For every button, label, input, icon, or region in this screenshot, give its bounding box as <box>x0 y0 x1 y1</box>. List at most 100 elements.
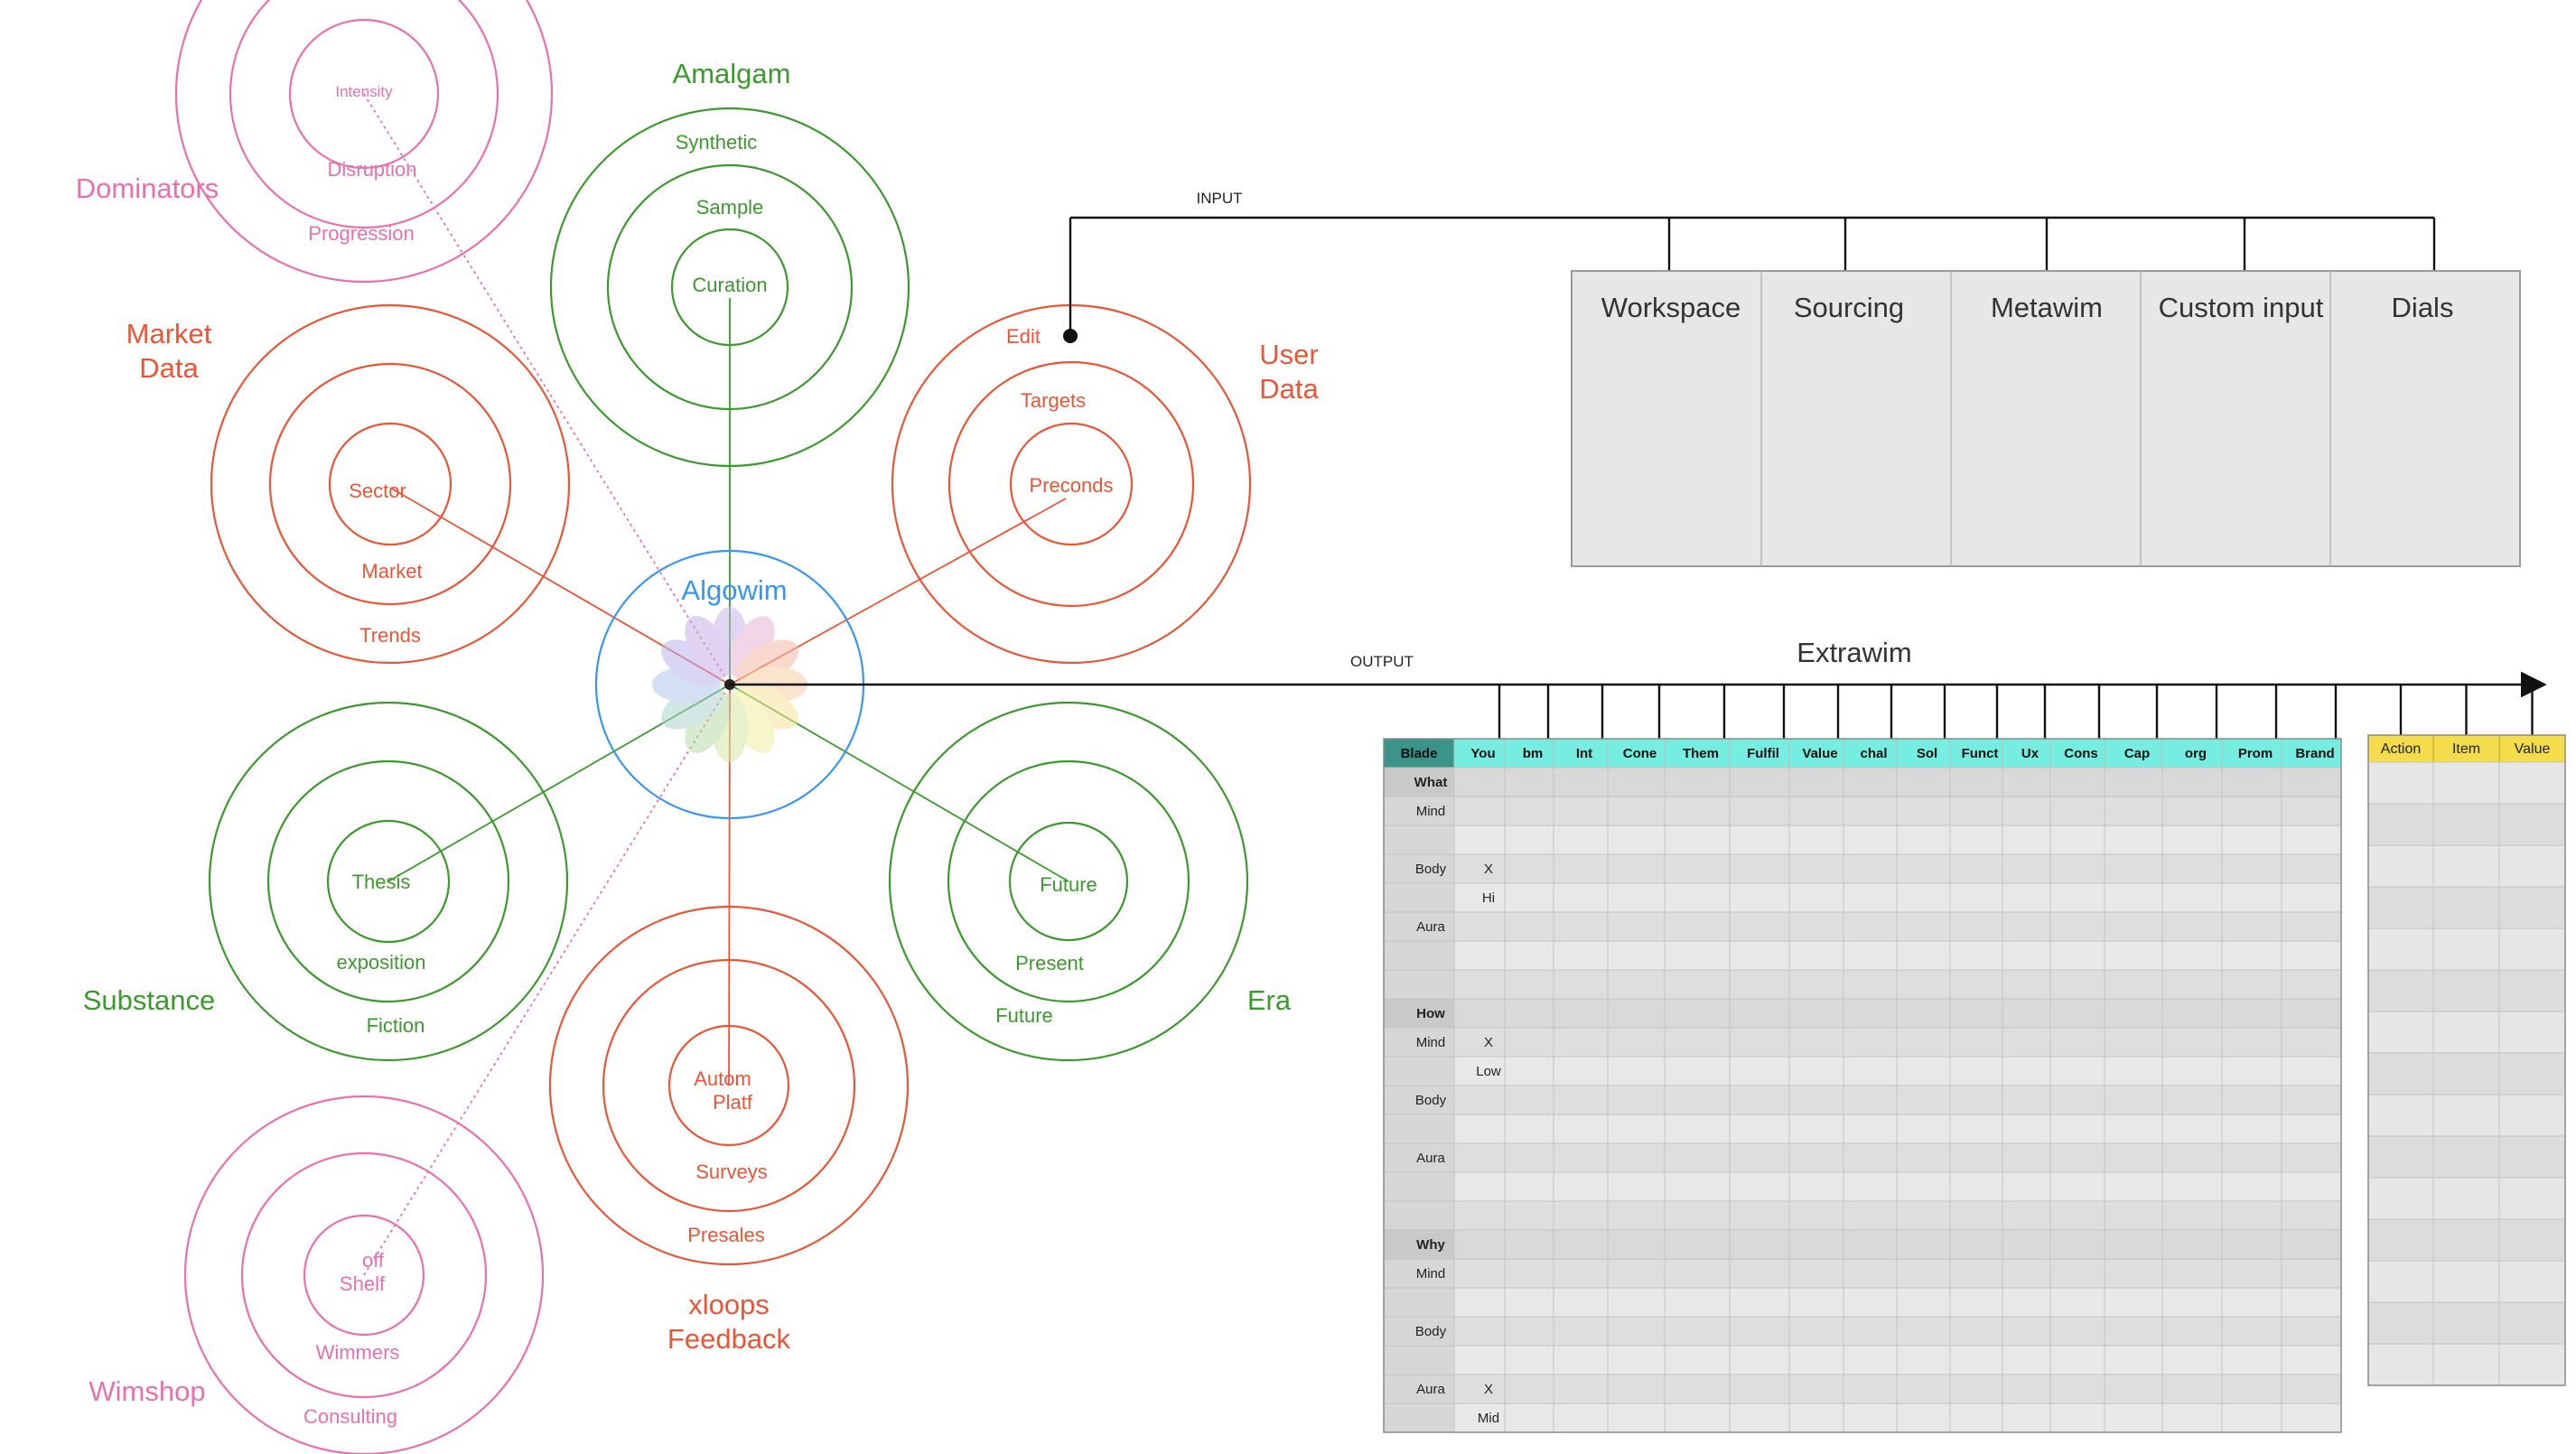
blade-table-cell[interactable] <box>2002 911 2051 942</box>
blade-table-cell[interactable] <box>2049 940 2105 971</box>
blade-table-cell[interactable] <box>2281 1345 2342 1375</box>
blade-table-cell[interactable] <box>2002 1085 2051 1115</box>
blade-table-cell[interactable] <box>2049 1229 2105 1260</box>
blade-table-cell[interactable] <box>2002 969 2051 1000</box>
blade-table-cell[interactable] <box>2104 853 2163 884</box>
blade-table-cell[interactable] <box>2281 1403 2342 1433</box>
blade-table-cell[interactable] <box>1607 911 1666 942</box>
action-table-cell[interactable] <box>2498 1218 2566 1262</box>
blade-table-cell[interactable] <box>2002 1345 2051 1375</box>
action-table-cell[interactable] <box>2498 1343 2566 1386</box>
blade-table-cell[interactable] <box>1504 1316 1554 1347</box>
blade-table-cell[interactable] <box>2221 1085 2282 1115</box>
blade-table-cell[interactable] <box>1949 1374 2003 1404</box>
blade-table-cell[interactable] <box>1553 969 1609 1000</box>
blade-table-cell[interactable] <box>1896 1287 1951 1318</box>
blade-table-cell[interactable] <box>1453 1287 1506 1318</box>
blade-table-cell[interactable] <box>1607 969 1666 1000</box>
blade-table-cell[interactable] <box>1453 1142 1506 1173</box>
action-table-cell[interactable] <box>2367 927 2434 971</box>
action-table-cell[interactable] <box>2367 886 2434 929</box>
blade-table-cell[interactable] <box>1453 1345 1506 1375</box>
blade-table-cell[interactable] <box>2161 940 2223 971</box>
blade-table-cell[interactable] <box>1383 1200 1455 1231</box>
blade-table-cell[interactable] <box>2161 911 2223 942</box>
blade-table-cell[interactable] <box>2104 1085 2163 1115</box>
blade-table-cell[interactable] <box>2161 1374 2223 1404</box>
blade-table-cell[interactable] <box>1553 1200 1609 1231</box>
blade-table-cell[interactable] <box>1843 1027 1898 1058</box>
blade-table-cell[interactable] <box>1504 1142 1554 1173</box>
blade-table-cell[interactable] <box>1949 1229 2003 1260</box>
blade-table-cell[interactable] <box>2002 1056 2051 1086</box>
blade-table-cell[interactable] <box>1553 1287 1609 1318</box>
blade-table-cell[interactable] <box>1896 940 1951 971</box>
blade-table-cell[interactable] <box>1896 1200 1951 1231</box>
blade-table-cell[interactable] <box>1453 853 1506 884</box>
blade-table-cell[interactable] <box>1949 882 2003 913</box>
blade-table-cell[interactable] <box>2002 1171 2051 1202</box>
blade-table-cell[interactable] <box>1843 1085 1898 1115</box>
blade-table-cell[interactable] <box>1664 882 1731 913</box>
blade-table-cell[interactable] <box>2161 1056 2223 1086</box>
blade-table-cell[interactable] <box>1896 1403 1951 1433</box>
blade-table-cell[interactable] <box>1664 1027 1731 1058</box>
blade-table-cell[interactable] <box>2049 1374 2105 1404</box>
blade-table-cell[interactable] <box>2002 1229 2051 1260</box>
blade-table-cell[interactable] <box>2221 882 2282 913</box>
blade-table-cell[interactable] <box>1453 1200 1506 1231</box>
blade-table-cell[interactable] <box>1788 1229 1844 1260</box>
blade-table-cell[interactable] <box>2049 969 2105 1000</box>
blade-table-cell[interactable] <box>1729 853 1790 884</box>
blade-table-cell[interactable] <box>2281 1374 2342 1404</box>
action-table-cell[interactable] <box>2498 969 2566 1012</box>
blade-table-cell[interactable] <box>1843 1345 1898 1375</box>
action-table-cell[interactable] <box>2432 886 2500 929</box>
blade-table-cell[interactable] <box>1553 1316 1609 1347</box>
blade-table-cell[interactable] <box>1383 969 1455 1000</box>
blade-table-cell[interactable] <box>1788 1345 1844 1375</box>
blade-table-cell[interactable] <box>1664 1403 1731 1433</box>
blade-table-cell[interactable] <box>1729 796 1790 826</box>
blade-table-cell[interactable] <box>1607 1056 1666 1086</box>
blade-table-cell[interactable] <box>1553 940 1609 971</box>
blade-table-cell[interactable] <box>1383 1345 1455 1375</box>
blade-table-cell[interactable] <box>2002 1114 2051 1144</box>
blade-table-cell[interactable] <box>1788 767 1844 797</box>
blade-table-cell[interactable] <box>2221 1287 2282 1318</box>
blade-table-cell[interactable] <box>2104 1171 2163 1202</box>
blade-table-cell[interactable] <box>2002 1374 2051 1404</box>
blade-table-cell[interactable] <box>1453 825 1506 855</box>
blade-table-cell[interactable] <box>2281 1200 2342 1231</box>
blade-table-cell[interactable] <box>2049 1316 2105 1347</box>
blade-table-cell[interactable] <box>1607 853 1666 884</box>
blade-table-cell[interactable] <box>1383 1056 1455 1086</box>
blade-table-cell[interactable] <box>1729 1027 1790 1058</box>
blade-table-cell[interactable] <box>1949 1287 2003 1318</box>
action-table-cell[interactable] <box>2498 761 2566 805</box>
blade-table-cell[interactable] <box>2221 1171 2282 1202</box>
action-table-cell[interactable] <box>2367 844 2434 888</box>
blade-table-cell[interactable] <box>1553 1085 1609 1115</box>
action-table-cell[interactable] <box>2367 1260 2434 1303</box>
blade-table-cell[interactable] <box>1896 969 1951 1000</box>
blade-table-cell[interactable] <box>2221 1229 2282 1260</box>
blade-table-cell[interactable] <box>1607 1027 1666 1058</box>
blade-table-cell[interactable] <box>1383 1316 1455 1347</box>
action-table-cell[interactable] <box>2498 1301 2566 1345</box>
action-table-cell[interactable] <box>2498 1260 2566 1303</box>
input-box-workspace[interactable]: Workspace <box>1601 292 1741 323</box>
blade-table-cell[interactable] <box>1664 1056 1731 1086</box>
action-table-cell[interactable] <box>2367 1135 2434 1179</box>
blade-table-cell[interactable] <box>1453 1114 1506 1144</box>
blade-table-cell[interactable] <box>2161 1316 2223 1347</box>
blade-table-cell[interactable] <box>2104 1258 2163 1289</box>
blade-table-cell[interactable] <box>1729 882 1790 913</box>
action-table-cell[interactable] <box>2432 1135 2500 1179</box>
blade-table-cell[interactable] <box>1607 1287 1666 1318</box>
blade-table-cell[interactable] <box>1843 1316 1898 1347</box>
action-table-cell[interactable] <box>2432 927 2500 971</box>
blade-table-cell[interactable] <box>1383 1142 1455 1173</box>
input-box-metawim[interactable]: Metawim <box>1991 292 2103 323</box>
blade-table-cell[interactable] <box>1664 1345 1731 1375</box>
